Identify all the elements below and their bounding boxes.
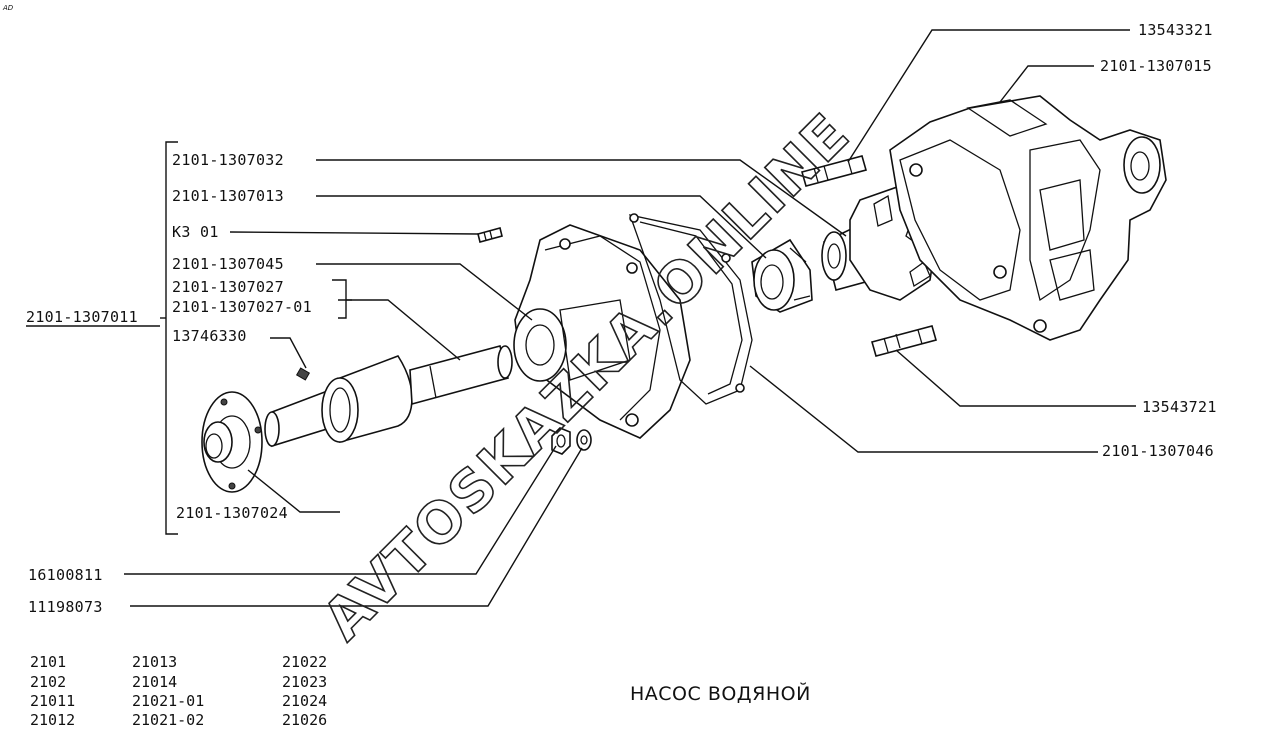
callout-2101-1307027-01: 2101-1307027-01 xyxy=(172,298,312,316)
model-item: 2102 xyxy=(30,673,66,691)
callout-2101-1307045: 2101-1307045 xyxy=(172,255,284,273)
callout-13543321: 13543321 xyxy=(1138,21,1213,39)
model-item: 21022 xyxy=(282,653,327,671)
model-item: 21012 xyxy=(30,711,75,729)
callout-2101-1307032: 2101-1307032 xyxy=(172,151,284,169)
key-pin xyxy=(295,367,311,381)
stud-lower xyxy=(871,325,937,357)
callout-2101-1307015: 2101-1307015 xyxy=(1100,57,1212,75)
callout-2101-1307046: 2101-1307046 xyxy=(1102,442,1214,460)
callout-k3-01: К3 01 xyxy=(172,223,219,241)
callout-16100811: 16100811 xyxy=(28,566,103,584)
shaft-bearing-assembly xyxy=(264,345,513,448)
model-item: 21021-02 xyxy=(132,711,204,729)
bearing-seal-ring xyxy=(751,238,813,313)
impeller xyxy=(821,185,937,301)
model-item: 21013 xyxy=(132,653,177,671)
pump-cover xyxy=(513,224,691,439)
washer-and-nut xyxy=(551,427,592,455)
diagram-title: НАСОС ВОДЯНОЙ xyxy=(630,682,811,705)
dowel-pin xyxy=(477,227,503,243)
leader-lines xyxy=(26,29,1136,607)
callout-2101-1307027: 2101-1307027 xyxy=(172,278,284,296)
model-item: 21014 xyxy=(132,673,177,691)
model-item: 21023 xyxy=(282,673,327,691)
model-item: 21021-01 xyxy=(132,692,204,710)
callout-13746330: 13746330 xyxy=(172,327,247,345)
model-item: 2101 xyxy=(30,653,66,671)
model-item: 21024 xyxy=(282,692,327,710)
callout-2101-1307013: 2101-1307013 xyxy=(172,187,284,205)
corner-mark: AD xyxy=(2,4,14,12)
model-list: 2101 2102 21011 21012 21013 21014 21021-… xyxy=(30,653,327,729)
pulley-hub-flange xyxy=(201,391,263,493)
callout-2101-1307011: 2101-1307011 xyxy=(26,308,138,326)
callout-13543721: 13543721 xyxy=(1142,398,1217,416)
callout-2101-1307024: 2101-1307024 xyxy=(176,504,288,522)
model-item: 21026 xyxy=(282,711,327,729)
callout-11198073: 11198073 xyxy=(28,598,103,616)
pump-housing xyxy=(889,95,1167,341)
model-item: 21011 xyxy=(30,692,75,710)
gasket xyxy=(629,213,753,405)
stud-upper xyxy=(801,155,867,187)
